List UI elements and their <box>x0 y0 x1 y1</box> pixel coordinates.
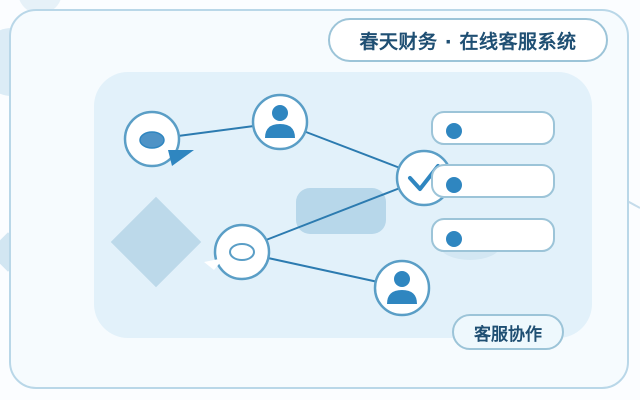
user-icon <box>265 105 295 138</box>
ticket-card <box>431 164 555 198</box>
ticket-card <box>431 218 555 252</box>
connector-message-to-agent <box>267 257 379 283</box>
chat-bubble-tail-icon <box>168 150 194 166</box>
chat-bubble-icon <box>139 131 165 149</box>
collaboration-tag: 客服协作 <box>452 314 564 350</box>
agent-node-top <box>251 93 309 151</box>
connector-chat-to-agent <box>177 125 255 137</box>
message-bubble-tail-icon <box>204 258 224 270</box>
ticket-card <box>431 111 555 145</box>
dot-icon <box>446 177 462 193</box>
connector-lines <box>177 125 401 283</box>
user-icon <box>387 271 417 304</box>
dot-icon <box>446 231 462 247</box>
agent-node-bottom <box>373 259 431 317</box>
page-title: 春天财务 · 在线客服系统 <box>328 18 608 62</box>
message-bubble-icon <box>229 243 255 261</box>
connector-message-to-check <box>265 187 401 241</box>
dot-icon <box>446 123 462 139</box>
decor-diamond-large <box>110 196 202 288</box>
message-node <box>204 223 271 281</box>
chat-bubble-node <box>123 110 194 168</box>
connector-agent-to-check <box>305 131 401 169</box>
